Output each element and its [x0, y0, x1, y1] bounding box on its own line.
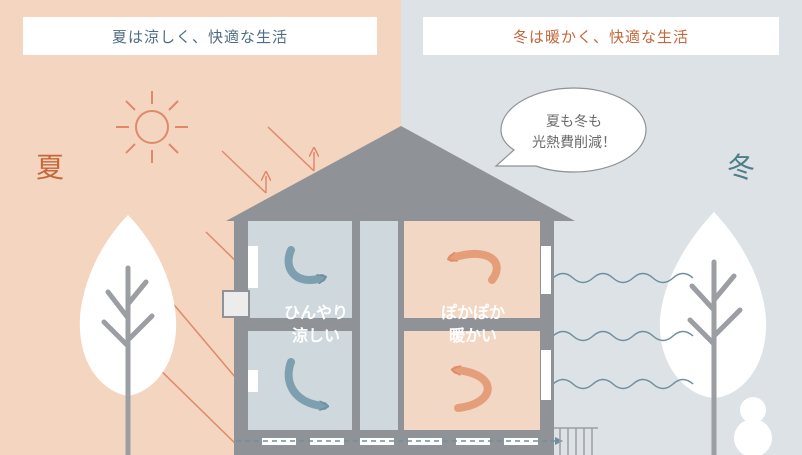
summer-header: 夏は涼しく、快適な生活: [23, 17, 377, 55]
speech-bubble-line: 光熱費削減！: [532, 135, 616, 151]
balcony: [222, 290, 250, 318]
speech-bubble-line: 夏も冬も: [546, 114, 602, 130]
summer-tree-icon: [79, 215, 177, 455]
window: [541, 350, 551, 400]
winter-tree-icon: [659, 212, 767, 455]
airflow-arrow-icon: [284, 246, 324, 406]
sun-icon: [116, 91, 188, 163]
airflow-arrow-icon: [452, 249, 501, 412]
room-cool-upper: [248, 221, 352, 318]
warm-room-label-line: ぽかぽか: [440, 303, 505, 322]
window: [248, 246, 258, 288]
warm-room-label-line: 暖かい: [448, 326, 497, 345]
warm-room-label: ぽかぽか 暖かい: [413, 301, 533, 347]
room-cool-lower: [248, 331, 352, 430]
room-warm-lower: [404, 331, 540, 430]
cool-room-label: ひんやり 涼しい: [256, 301, 376, 347]
winter-season-label: 冬: [727, 151, 756, 184]
room-warm-upper: [404, 221, 540, 318]
window: [248, 370, 258, 392]
speech-bubble: [494, 87, 647, 173]
cool-room-label-line: ひんやり: [283, 303, 348, 322]
window: [541, 246, 551, 294]
winter-header: 冬は暖かく、快適な生活: [423, 17, 779, 55]
fence: [554, 427, 598, 455]
wave-icon: [552, 272, 694, 390]
snowman-icon: [734, 397, 772, 455]
roof: [226, 126, 575, 221]
stairwell: [360, 221, 398, 430]
speech-bubble-text: 夏も冬も 光熱費削減！: [519, 112, 629, 154]
cool-room-label-line: 涼しい: [291, 326, 340, 345]
summer-season-label: 夏: [36, 151, 65, 184]
